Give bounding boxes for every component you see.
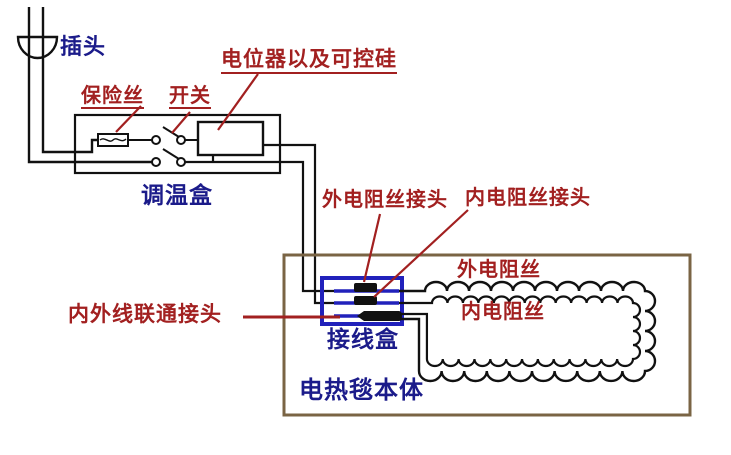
plug-label: 插头: [60, 35, 107, 60]
inner-wire-connector-block: [354, 296, 377, 305]
switch-pointer-line: [171, 111, 191, 134]
outer-wire-connector-block: [354, 283, 377, 292]
switch-symbol: [128, 126, 198, 167]
potentiometer-box: [196, 120, 265, 157]
switch-blade-bottom: [162, 148, 180, 160]
connection-wires: [185, 143, 336, 305]
switch-label: 开关: [169, 83, 211, 109]
blanket-body-label: 电热毯本体: [299, 376, 424, 404]
control-box-label: 调温盒: [141, 183, 213, 209]
plug-body: [16, 35, 59, 60]
potentiometer-pointer-line: [217, 73, 259, 131]
plug-prong-right: [41, 7, 98, 154]
outer-wire-label: 外电阻丝: [457, 257, 541, 281]
inner-outer-joint-block: [357, 311, 402, 321]
junction-box: [320, 276, 404, 326]
outer-wire-connector-label: 外电阻丝接头: [322, 187, 448, 211]
inner-outer-joint-label: 内外线联通接头: [68, 302, 222, 326]
outer-connector-pointer-line: [362, 213, 382, 283]
annotation-lines: [115, 73, 469, 319]
fuse-symbol: [97, 133, 129, 147]
inner-heating-wire: [399, 295, 642, 368]
switch-blade-top: [162, 126, 180, 138]
fuse-filament: [99, 138, 127, 142]
junction-box-label: 接线盒: [327, 327, 399, 353]
switch-contact: [151, 157, 161, 167]
plug-prong-left: [27, 7, 152, 164]
inner-connector-pointer-line: [373, 209, 469, 298]
inner-wire-connector-label: 内电阻丝接头: [465, 185, 591, 209]
plug-symbol: [16, 7, 152, 164]
fuse-pointer-line: [115, 105, 142, 133]
inner-wire-label: 内电阻丝: [461, 299, 545, 323]
fuse-label: 保险丝: [81, 83, 144, 109]
potentiometer-label: 电位器以及可控硅: [221, 47, 397, 75]
blanket-body-outline: [282, 253, 692, 417]
switch-contact: [151, 135, 161, 145]
outer-heating-wire: [399, 280, 657, 383]
